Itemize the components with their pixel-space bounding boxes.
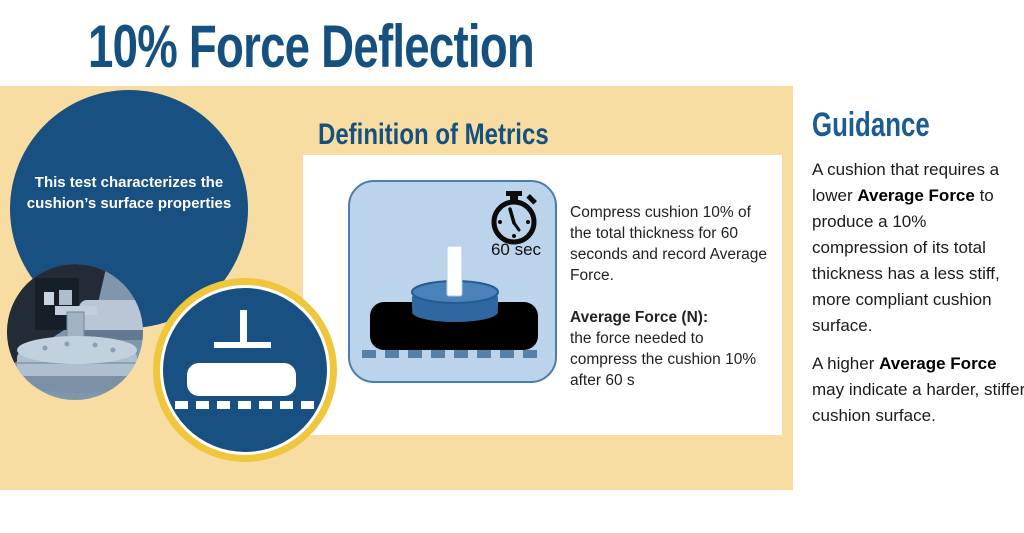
- test-procedure-illustration: 60 sec: [348, 180, 557, 383]
- definition-of-metrics-heading: Definition of Metrics: [318, 118, 549, 151]
- metric-definition-text: Compress cushion 10% of the total thickn…: [570, 202, 768, 391]
- procedure-description: Compress cushion 10% of the total thickn…: [570, 204, 768, 284]
- test-summary-text: This test characterizes the cushion’s su…: [26, 174, 232, 212]
- guidance-section: Guidance A cushion that requires a lower…: [812, 106, 1024, 429]
- metric-term-definition: the force needed to compress the cushion…: [570, 330, 757, 389]
- test-machine-photo: [7, 264, 143, 400]
- guidance-paragraph-2: A higher Average Force may indicate a ha…: [812, 354, 1024, 425]
- definition-panel: 60 sec Compress cushion 10% of the total…: [303, 155, 782, 435]
- compression-icon-circle: [153, 278, 337, 462]
- timer-duration-label: 60 sec: [490, 240, 542, 259]
- compression-icon-background: [163, 288, 327, 452]
- guidance-heading: Guidance: [812, 106, 930, 144]
- guidance-paragraph-1: A cushion that requires a lower Average …: [812, 160, 1000, 335]
- stopwatch-icon: [491, 191, 537, 245]
- metric-term: Average Force (N):: [570, 309, 709, 326]
- page-title: 10% Force Deflection: [88, 13, 535, 80]
- compression-indenter-icon: [175, 310, 315, 409]
- cushion-press-icon: [362, 245, 546, 358]
